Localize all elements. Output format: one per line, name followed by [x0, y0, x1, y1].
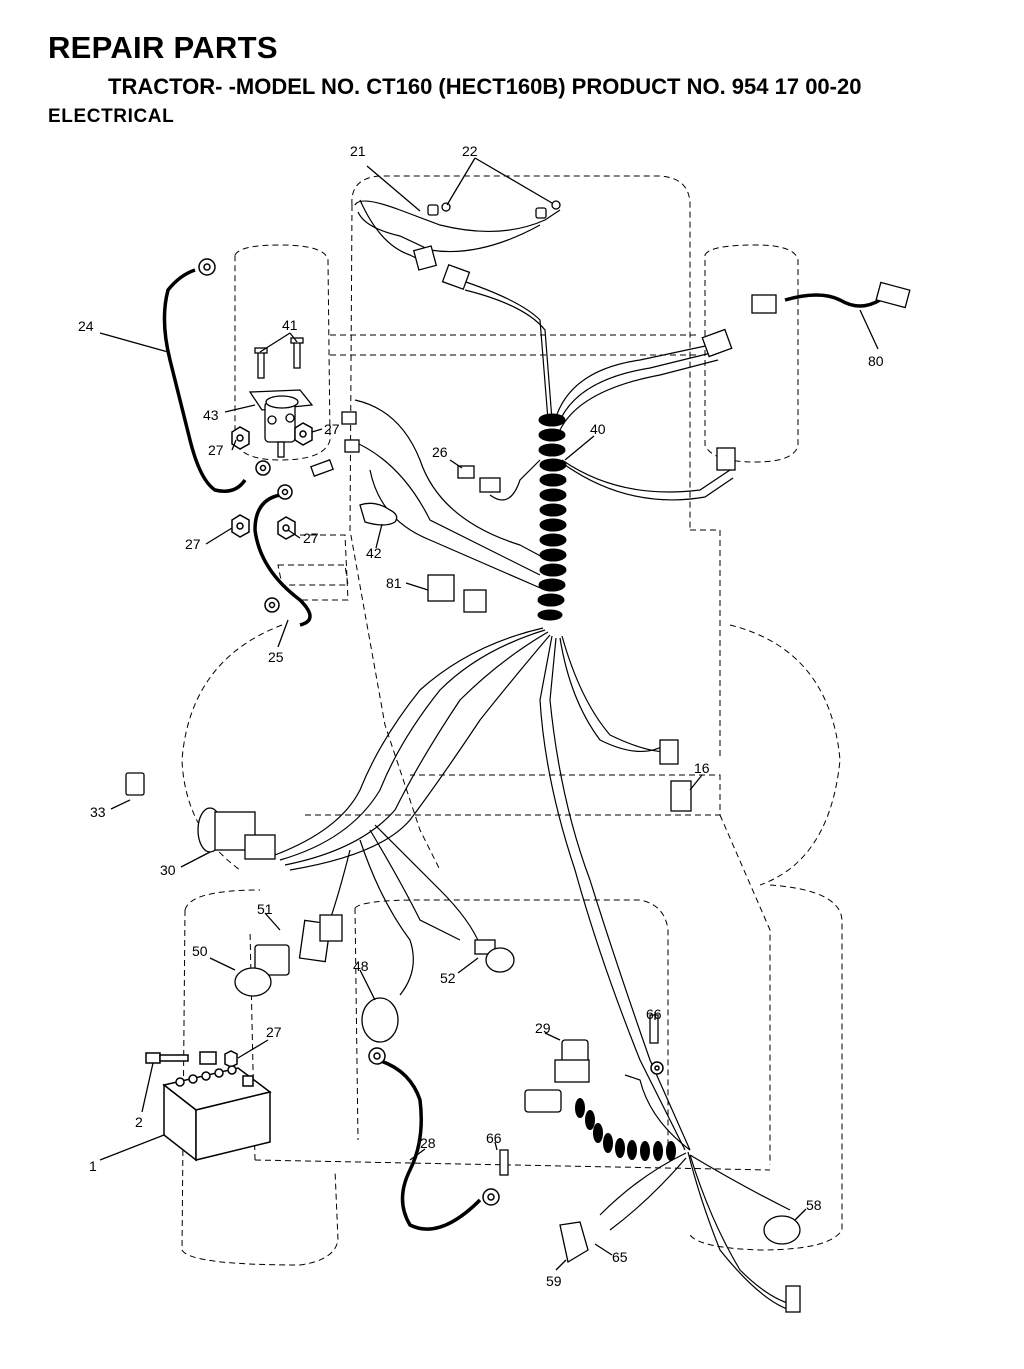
ignition-switch [197, 807, 276, 860]
model-subtitle: TRACTOR- -MODEL NO. CT160 (HECT160B) PRO… [108, 74, 862, 99]
callout-58: 58 [806, 1197, 822, 1213]
callout-80: 80 [868, 353, 884, 369]
callout-40: 40 [590, 421, 606, 437]
callout-21: 21 [350, 143, 366, 159]
wire-loom [537, 413, 567, 621]
callout-16: 16 [694, 760, 710, 776]
callout-27-solenoid-right: 27 [324, 421, 340, 437]
callout-48: 48 [353, 958, 369, 974]
section-title: ELECTRICAL [48, 106, 175, 127]
callout-25: 25 [268, 649, 284, 665]
callout-1: 1 [89, 1158, 97, 1174]
wiring-harness [274, 199, 796, 1311]
callout-27-lower-right: 27 [303, 530, 319, 546]
callout-43: 43 [203, 407, 219, 423]
callout-81: 81 [386, 575, 402, 591]
callout-66-lower: 66 [486, 1130, 502, 1146]
callout-42: 42 [366, 545, 382, 561]
hex-nuts [224, 422, 313, 1068]
callout-labels: 21 22 24 41 43 27 27 27 27 27 26 40 80 4… [78, 143, 884, 1289]
battery-cables [162, 268, 881, 1231]
callout-66-upper: 66 [646, 1006, 662, 1022]
callout-22: 22 [462, 143, 478, 159]
callout-26: 26 [432, 444, 448, 460]
callout-27-solenoid-left: 27 [208, 442, 224, 458]
connectors [125, 200, 911, 1313]
callout-33: 33 [90, 804, 106, 820]
callout-65: 65 [612, 1249, 628, 1265]
callout-27-lower-left: 27 [185, 536, 201, 552]
page-header: REPAIR PARTS TRACTOR- -MODEL NO. CT160 (… [0, 0, 1024, 140]
callout-30: 30 [160, 862, 176, 878]
callout-24: 24 [78, 318, 94, 334]
page-title: REPAIR PARTS [48, 30, 278, 65]
callout-41: 41 [282, 317, 298, 333]
battery [145, 1051, 272, 1162]
callout-52: 52 [440, 970, 456, 986]
callout-50: 50 [192, 943, 208, 959]
solenoid [248, 337, 314, 458]
callout-29: 29 [535, 1020, 551, 1036]
callout-51: 51 [257, 901, 273, 917]
callout-27-battery: 27 [266, 1024, 282, 1040]
wire-loom-rear [575, 1098, 676, 1161]
callout-2: 2 [135, 1114, 143, 1130]
ring-terminals [198, 258, 664, 1206]
callout-59: 59 [546, 1273, 562, 1289]
callout-28: 28 [420, 1135, 436, 1151]
leader-lines [99, 157, 879, 1271]
